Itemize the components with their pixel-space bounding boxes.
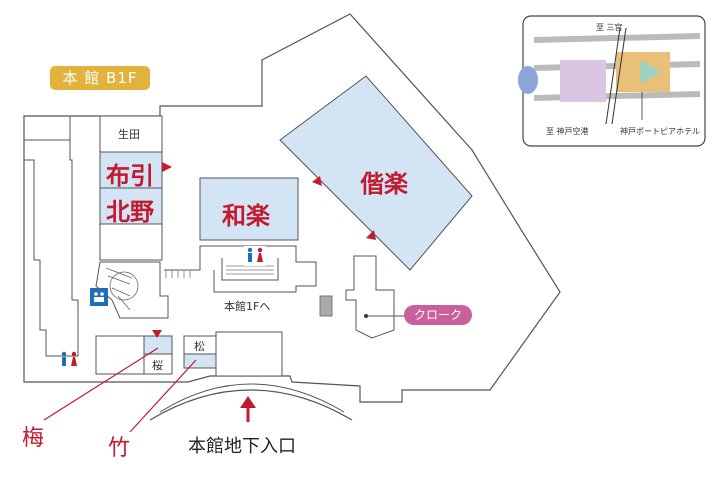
room-take[interactable] [183,353,217,369]
callout-ume: 梅 [22,426,45,451]
toilet-icon [244,246,266,266]
room-label-nunobiki: 布引 [106,162,154,190]
entry-arrow-kairaku [366,230,376,240]
locator-north-label: 至 三宮 [596,23,623,32]
entry-arrow-ume [152,330,162,338]
entry-arrow-nunobiki [162,162,172,172]
entrance-label: 本館地下入口 [188,436,296,457]
room-label-ikuta: 生田 [118,128,140,141]
room-kairaku[interactable] [279,75,473,271]
room-label-waraku: 和楽 [222,202,270,230]
room-kitano[interactable] [99,187,163,225]
room-label-kairaku: 偕楽 [360,170,408,198]
entry-arrow-waraku [312,176,322,186]
room-label-sakura: 桜 [152,359,163,372]
floor-badge: 本 館 B1F [50,66,150,90]
toilet-icon [61,351,77,366]
locator-south-right-label: 神戸ポートピアホテル [620,127,700,136]
to-main-1f-label: 本館1Fへ [224,300,271,313]
callout-take: 竹 [108,436,131,461]
room-label-kitano: 北野 [106,198,154,226]
room-ikuta[interactable] [99,115,163,153]
locator-south-left-label: 至 神戸空港 [546,127,589,136]
room-label-matsu: 松 [194,340,205,353]
entrance-arrow [240,396,256,408]
room-ume[interactable] [143,335,173,355]
locator-map [518,15,706,147]
accessible-toilet-icon [90,288,108,306]
cloak-badge: クローク [404,305,472,325]
room-waraku[interactable] [199,177,299,241]
